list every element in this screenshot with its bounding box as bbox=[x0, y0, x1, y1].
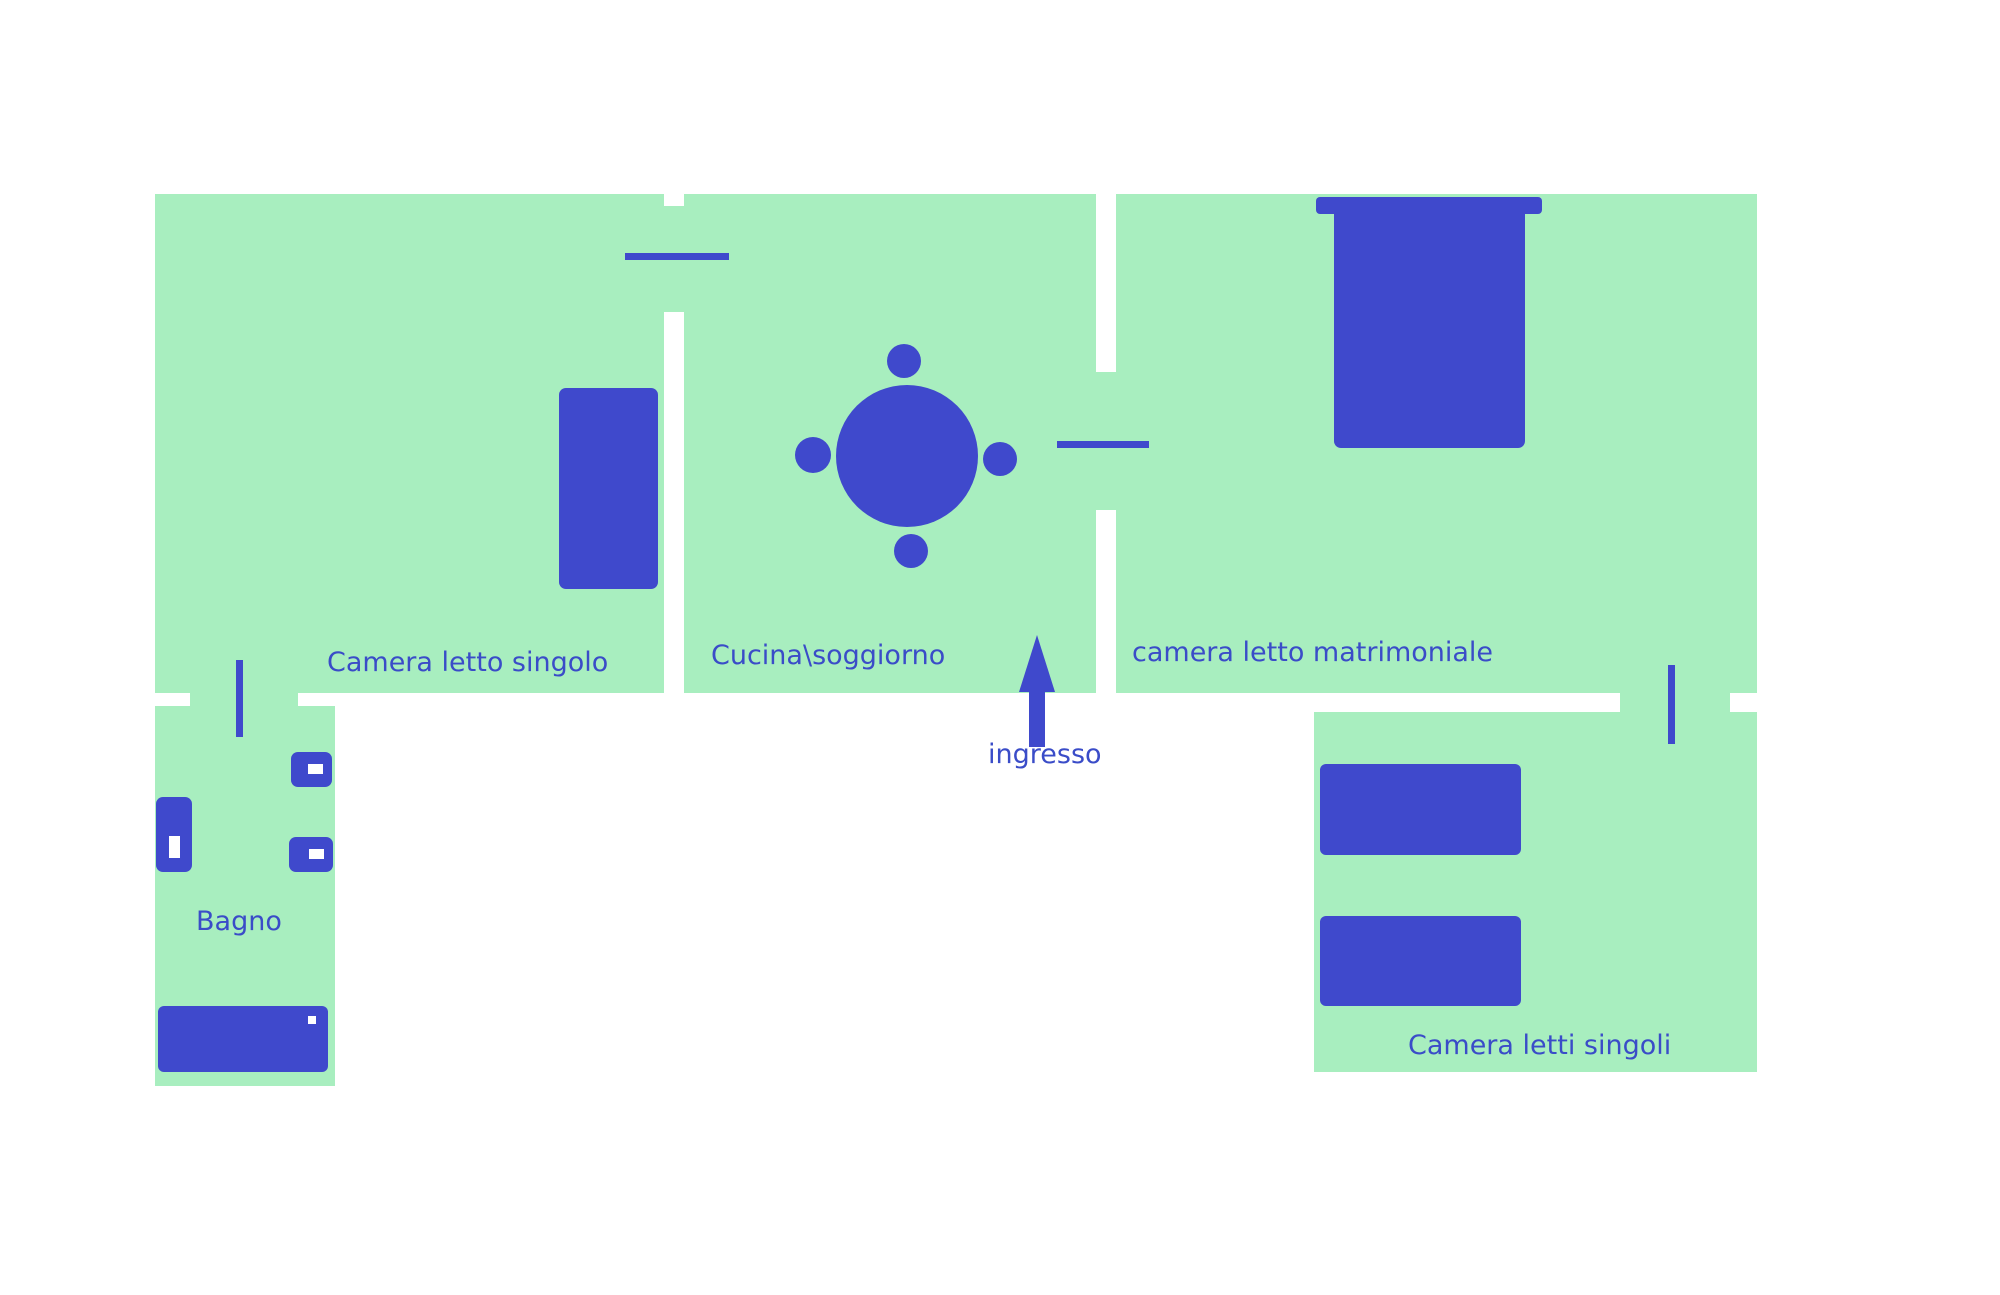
room-label-camera-letto-singolo: Camera letto singolo bbox=[327, 647, 608, 678]
bed-icon bbox=[1320, 764, 1521, 855]
table-icon bbox=[836, 385, 978, 527]
door-swing-icon bbox=[625, 253, 729, 260]
double-bed-group bbox=[1316, 197, 1542, 448]
door-swing-icon bbox=[236, 660, 243, 737]
bathtub-drain bbox=[308, 1016, 316, 1024]
room-label-bagno: Bagno bbox=[196, 906, 282, 937]
door-swing-icon bbox=[1668, 665, 1675, 744]
dining-table-group bbox=[795, 344, 1017, 568]
bidet-basin bbox=[309, 849, 324, 859]
entrance-label: ingresso bbox=[988, 739, 1102, 770]
door-swing-icon bbox=[1057, 441, 1149, 448]
room-label-cucina-soggiorno: Cucina\soggiorno bbox=[711, 640, 945, 671]
chair-icon bbox=[795, 437, 831, 473]
sink-basin bbox=[308, 764, 323, 774]
toilet-bowl bbox=[169, 836, 180, 858]
bed-icon bbox=[559, 388, 658, 589]
bed-icon bbox=[1334, 202, 1525, 448]
entrance-arrow-icon bbox=[1019, 635, 1055, 747]
chair-icon bbox=[894, 534, 928, 568]
toilet-icon bbox=[156, 797, 192, 872]
room-label-camera-letti-singoli: Camera letti singoli bbox=[1408, 1030, 1671, 1061]
headboard bbox=[1316, 197, 1542, 214]
bathtub-icon bbox=[158, 1006, 328, 1072]
doorway-bagno bbox=[190, 693, 298, 706]
bed-icon bbox=[1320, 916, 1521, 1006]
chair-icon bbox=[887, 344, 921, 378]
chair-icon bbox=[983, 442, 1017, 476]
room-label-camera-matrimoniale: camera letto matrimoniale bbox=[1132, 637, 1493, 668]
bathroom-fixtures bbox=[156, 752, 333, 1072]
